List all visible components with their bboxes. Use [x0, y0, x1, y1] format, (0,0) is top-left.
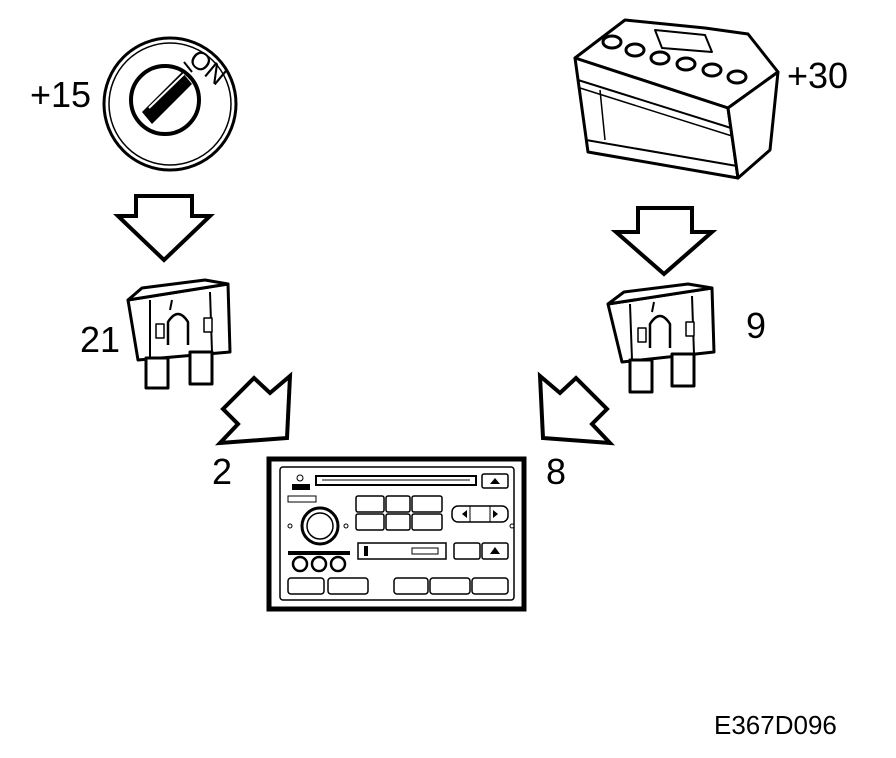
battery-icon	[573, 18, 780, 180]
fuse-left-icon	[126, 278, 232, 390]
car-radio-icon	[266, 456, 527, 612]
ignition-label: +15	[30, 74, 91, 115]
arrow-diagonal-icon	[537, 371, 616, 446]
ignition-switch-icon	[102, 36, 238, 172]
fuse-left-label: 21	[80, 319, 120, 360]
arrow-down-icon	[113, 194, 215, 263]
pin-left-label: 2	[212, 451, 232, 492]
arrow-down-icon	[610, 206, 718, 277]
pin-right-label: 8	[546, 451, 566, 492]
fuse-right-icon	[606, 282, 716, 394]
figure-code: E367D096	[714, 710, 837, 740]
fuse-right-label: 9	[746, 305, 766, 346]
battery-label: +30	[787, 55, 848, 96]
arrow-diagonal-icon	[214, 371, 293, 446]
